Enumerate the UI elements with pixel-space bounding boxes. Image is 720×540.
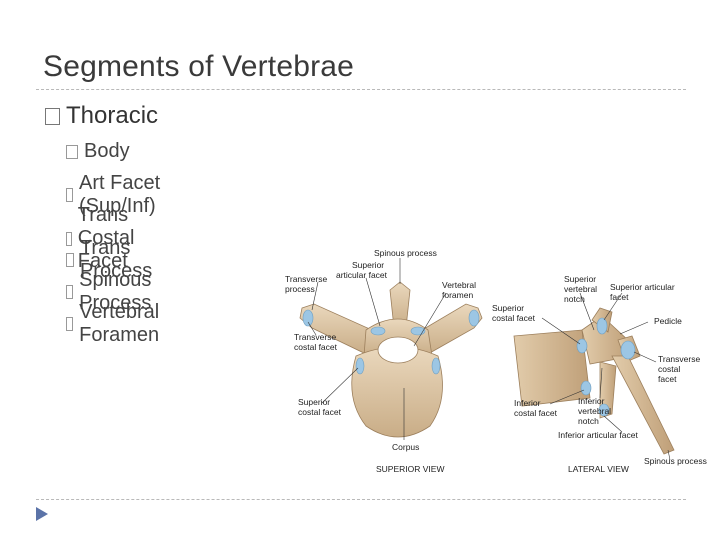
label-transverse-costal-facet-lateral: costal xyxy=(658,364,680,374)
title-divider xyxy=(36,89,686,90)
label-superior-articular-facet-lateral: Superior articular xyxy=(610,282,675,292)
vertebral-foramen-hole xyxy=(377,336,419,364)
label-superior-costal-facet-lateral: costal facet xyxy=(492,313,536,323)
label-superior-costal-facet-lateral: Superior xyxy=(492,303,524,313)
label-inferior-costal-facet: Inferior xyxy=(514,398,541,408)
label-transverse-costal-facet: costal facet xyxy=(294,342,338,352)
label-superior-costal-facet: costal facet xyxy=(298,407,342,417)
label-spinous-process: Spinous process xyxy=(374,248,437,258)
bullet-text: Vertebral Foramen xyxy=(79,301,160,346)
facet-shape xyxy=(355,357,365,375)
label-inferior-vertebral-notch: Inferior xyxy=(578,396,605,406)
label-superior-articular-facet: articular facet xyxy=(336,270,388,280)
caption-lateral-view: LATERAL VIEW xyxy=(568,464,629,474)
bullet-item-vertebral-foramen: Vertebral Foramen xyxy=(66,301,164,347)
label-transverse-costal-facet: Transverse xyxy=(294,332,336,342)
label-superior-vertebral-notch: Superior xyxy=(564,274,596,284)
label-superior-articular-facet-lateral: facet xyxy=(610,292,629,302)
bullet-text: Spinous Process xyxy=(79,269,152,314)
facet-shape xyxy=(576,338,588,354)
square-bullet-icon xyxy=(66,144,78,159)
facet-shape xyxy=(302,309,314,327)
facet-shape xyxy=(468,309,480,327)
superior-view: Spinous process Superior articular facet… xyxy=(285,248,483,474)
label-superior-vertebral-notch: notch xyxy=(564,294,585,304)
label-transverse-process: Transverse xyxy=(285,274,327,284)
bullet-item-body: Body xyxy=(66,140,130,163)
label-corpus: Corpus xyxy=(392,442,419,452)
label-superior-costal-facet: Superior xyxy=(298,397,330,407)
label-superior-vertebral-notch: vertebral xyxy=(564,284,597,294)
bullet-item-trans-costal-facet: Trans Costal Facet xyxy=(66,204,141,273)
bullet-item-spinous-process: Spinous Process xyxy=(66,269,156,315)
label-inferior-vertebral-notch: vertebral xyxy=(578,406,611,416)
lateral-view: Superior vertebral notch Superior articu… xyxy=(492,274,707,474)
square-bullet-icon xyxy=(66,317,74,331)
square-bullet-icon xyxy=(66,188,73,202)
label-inferior-costal-facet: costal facet xyxy=(514,408,558,418)
bullet-item-art-facet: Art Facet (Sup/Inf) xyxy=(66,172,161,218)
label-pedicle: Pedicle xyxy=(654,316,682,326)
caption-superior-view: SUPERIOR VIEW xyxy=(376,464,444,474)
square-bullet-icon xyxy=(66,253,74,267)
bullet-text: Trans Costal Facet xyxy=(77,204,135,272)
triangle-right-icon[interactable] xyxy=(35,506,49,522)
facet-shape xyxy=(596,317,608,335)
bullet-text: Art Facet (Sup/Inf) xyxy=(79,172,161,217)
square-bullet-icon xyxy=(66,285,74,299)
label-inferior-vertebral-notch: notch xyxy=(578,416,599,426)
lateral-body-shape xyxy=(513,329,591,407)
square-bullet-icon xyxy=(45,107,60,125)
bullet-text: Thoracic xyxy=(66,102,159,129)
bullet-text: Body xyxy=(84,140,130,162)
bullet-item-trans-process: Trans Process xyxy=(66,237,156,283)
label-vertebral-foramen: Vertebral xyxy=(442,280,476,290)
facet-shape xyxy=(431,357,441,375)
facet-shape xyxy=(620,340,636,360)
thoracic-vertebra-figure: Spinous process Superior articular facet… xyxy=(285,248,707,474)
label-spinous-process-lateral: Spinous process xyxy=(644,456,707,466)
slide-title: Segments of Vertebrae xyxy=(43,50,355,83)
label-transverse-costal-facet-lateral: Transverse xyxy=(658,354,700,364)
label-inferior-articular-facet: Inferior articular facet xyxy=(558,430,638,440)
facet-shape xyxy=(370,326,386,336)
facet-shape xyxy=(580,380,592,396)
label-superior-articular-facet: Superior xyxy=(352,260,384,270)
bullet-text: Trans Process xyxy=(79,237,153,282)
square-bullet-icon xyxy=(66,231,72,246)
label-transverse-costal-facet-lateral: facet xyxy=(658,374,677,384)
label-vertebral-foramen: foramen xyxy=(442,290,473,300)
footer-divider xyxy=(36,499,686,500)
label-transverse-process: process xyxy=(285,284,315,294)
bullet-level1-thoracic: Thoracic xyxy=(45,102,158,130)
